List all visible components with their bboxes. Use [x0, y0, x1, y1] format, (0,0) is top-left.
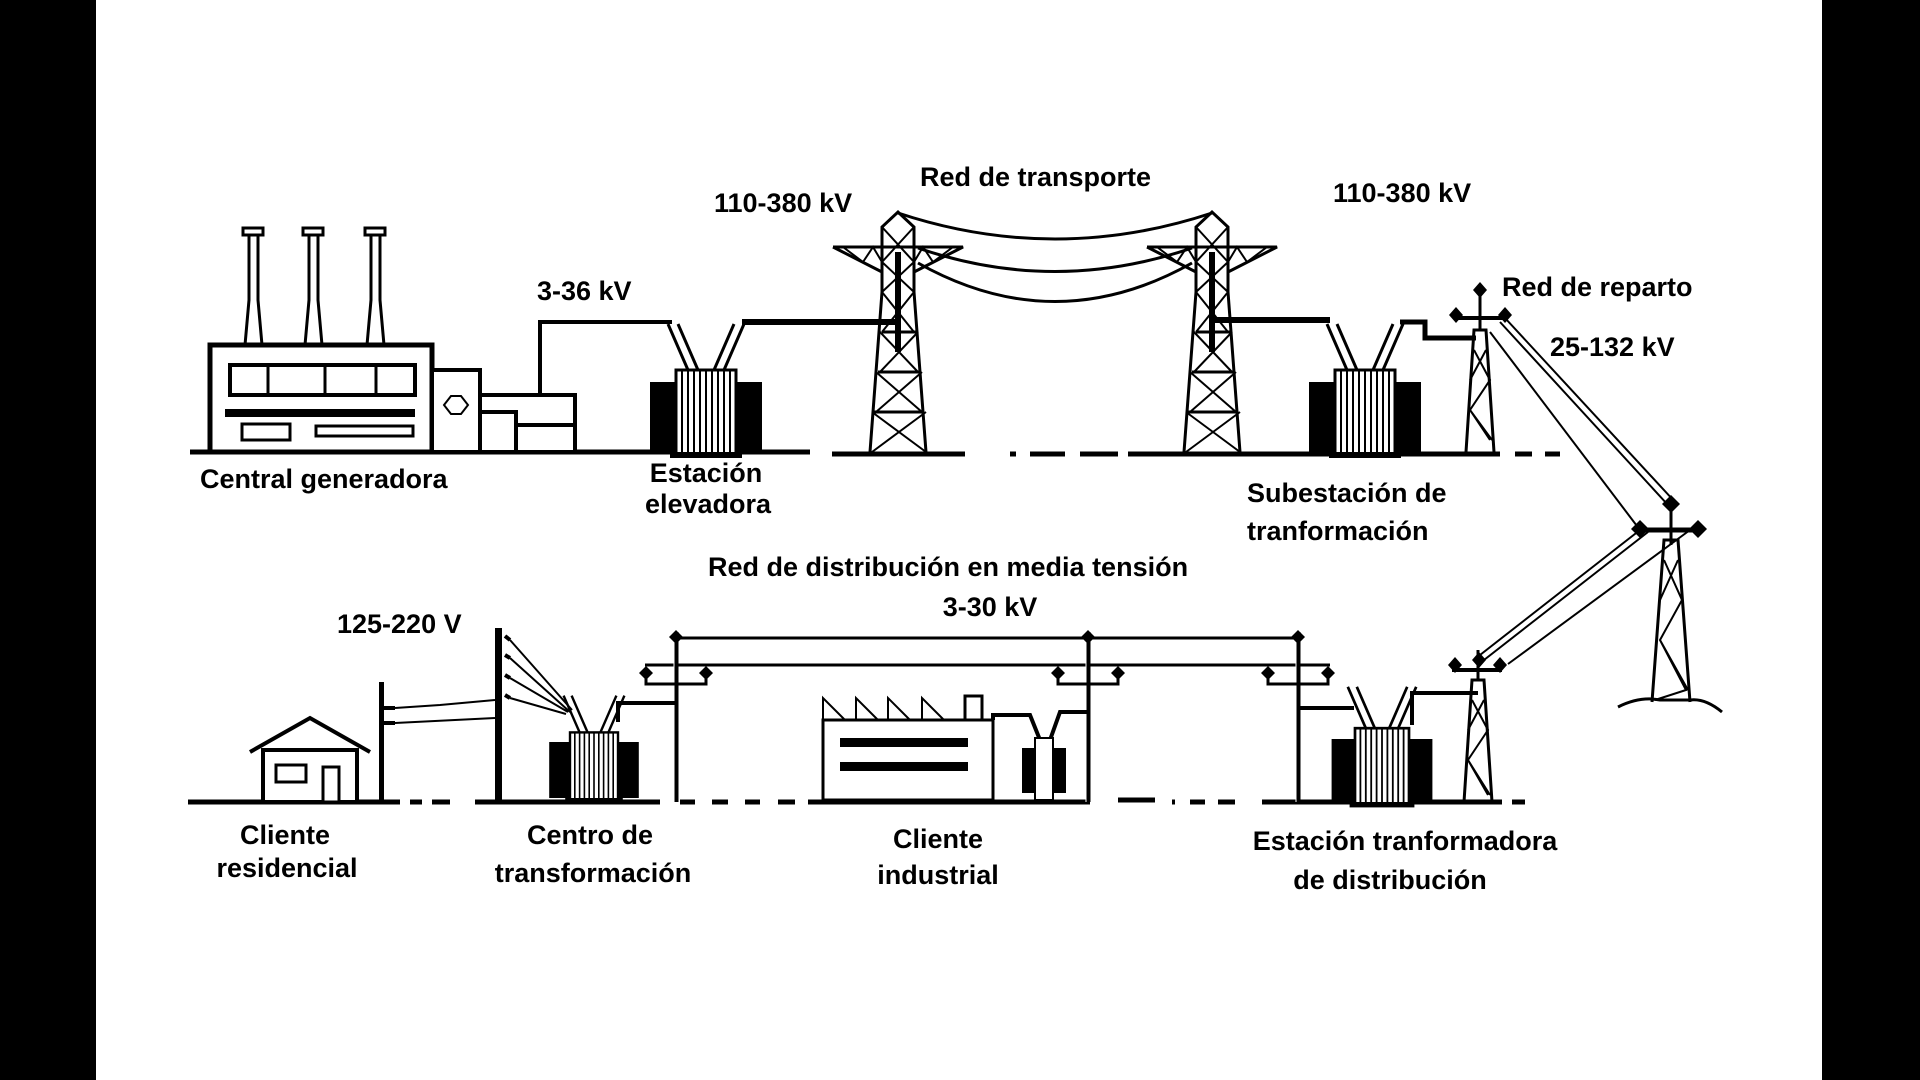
transmission-tower-icon — [1145, 210, 1279, 454]
pylon-icon — [1448, 650, 1507, 803]
label-estacion-elevadora-2: elevadora — [645, 489, 772, 519]
transport-cables — [897, 211, 1213, 303]
transformer-icon — [648, 322, 764, 460]
label-cliente-residencial-1: Cliente — [240, 820, 330, 850]
label-voltage-reparto: 25-132 kV — [1550, 332, 1675, 362]
label-centro-transformacion-1: Centro de — [527, 820, 653, 850]
transformer-icon — [1330, 685, 1434, 809]
label-voltage-generation: 3-36 kV — [537, 276, 632, 306]
service-pole-icon — [379, 682, 496, 802]
label-voltage-distribucion: 3-30 kV — [943, 592, 1038, 622]
line-plant-to-elevadora — [538, 320, 672, 395]
label-red-reparto: Red de reparto — [1502, 272, 1693, 302]
label-subestacion-2: tranformación — [1247, 516, 1429, 546]
label-central-generadora: Central generadora — [200, 464, 449, 494]
mv-distribution-cables — [645, 636, 1330, 667]
line-pole-to-centro-tx — [616, 701, 676, 722]
label-voltage-baja: 125-220 V — [337, 609, 462, 639]
pylon-icon — [1449, 282, 1512, 453]
factory-icon — [821, 694, 1088, 802]
label-cliente-industrial-1: Cliente — [893, 824, 983, 854]
mv-pole-icon — [1261, 630, 1335, 802]
power-plant-icon — [207, 226, 577, 455]
label-centro-transformacion-2: transformación — [495, 858, 692, 888]
house-icon — [249, 715, 371, 804]
transmission-tower-icon — [831, 210, 965, 454]
label-red-distribucion: Red de distribución en media tensión — [708, 552, 1188, 582]
diagram-canvas — [96, 0, 1822, 1080]
line-subestacion-to-reparto — [1400, 319, 1476, 341]
mv-pole-icon — [639, 630, 713, 802]
label-subestacion-1: Subestación de — [1247, 478, 1447, 508]
reparto-cables — [1479, 317, 1691, 665]
label-cliente-residencial-2: residencial — [216, 853, 357, 883]
label-voltage-transport-right: 110-380 kV — [1333, 178, 1471, 208]
label-voltage-transport-left: 110-380 kV — [714, 188, 852, 218]
pylon-icon — [1617, 495, 1723, 714]
label-estacion-elevadora-1: Estación — [650, 458, 763, 488]
line-pylon-to-distribution-tx — [1410, 691, 1478, 725]
transformer-icon — [548, 694, 640, 804]
label-cliente-industrial-2: industrial — [877, 860, 999, 890]
transformer-icon — [1307, 322, 1423, 460]
label-estacion-distribucion-2: de distribución — [1293, 865, 1487, 895]
label-red-transporte: Red de transporte — [920, 162, 1151, 192]
lv-pole-icon — [495, 628, 573, 802]
label-estacion-distribucion-1: Estación tranformadora — [1253, 826, 1559, 856]
ground-line-bottom — [188, 797, 1525, 805]
